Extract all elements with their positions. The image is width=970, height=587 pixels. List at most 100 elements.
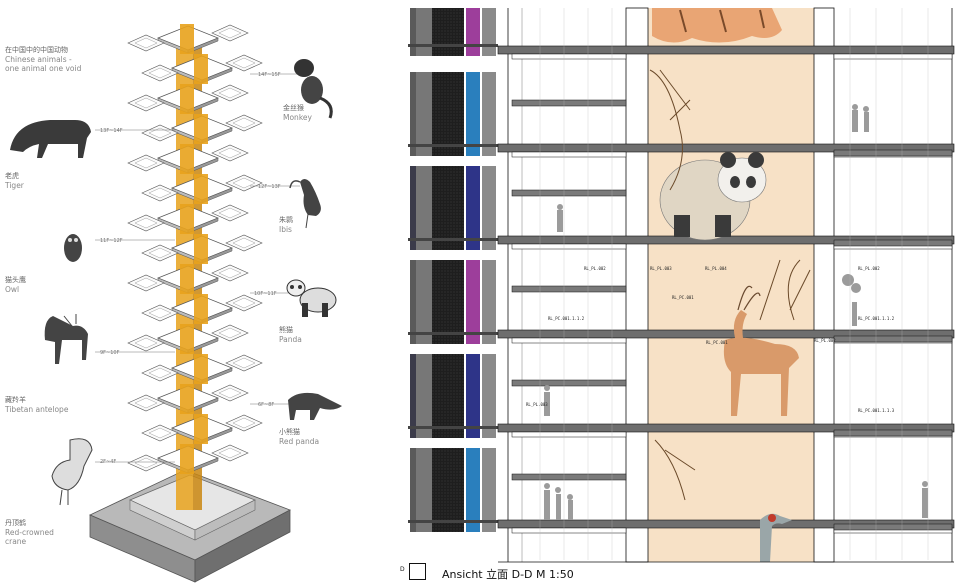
facade-row [408, 72, 498, 156]
iso-tower-diagram [89, 24, 300, 583]
ratio-panda: 10F~11F [254, 291, 277, 297]
red-panda-en: Red panda [279, 437, 320, 446]
tag-4: RL_PC.001 [672, 295, 694, 300]
mezzanine [833, 335, 953, 343]
tag-10: RL_PL.003 [526, 402, 548, 407]
tag-5: RL_PC.001 [706, 340, 728, 345]
panda-mural [659, 152, 767, 241]
monkey-cn: 金丝猴 [283, 104, 304, 112]
ratio-red-panda: 6F~8F [258, 402, 275, 408]
panda-icon [286, 279, 337, 317]
intro-en1: Chinese animals - [5, 55, 72, 64]
label-monkey: 金丝猴 Monkey [283, 104, 312, 122]
crane-en1: Red-crowned [5, 528, 54, 537]
tag-8: RL_PL.002 [814, 338, 836, 343]
tiger-cn: 老虎 [5, 172, 19, 180]
section-elevation [408, 7, 955, 563]
ratio-owl: 11F~12F [100, 238, 123, 244]
label-antelope: 藏羚羊 Tibetan antelope [5, 396, 68, 414]
floor-plate [141, 294, 263, 324]
floor-plate [141, 54, 263, 84]
floor-plates [95, 24, 300, 474]
mezzanine [833, 429, 953, 437]
tiger-mural [652, 8, 782, 43]
owl-en: Owl [5, 285, 20, 294]
slab [497, 329, 955, 339]
facade-row [408, 8, 498, 56]
facade-panels [408, 8, 498, 532]
floor-plate [127, 444, 249, 474]
facade-row [408, 166, 498, 250]
slab [497, 45, 955, 55]
label-tiger: 老虎 Tiger [5, 172, 24, 190]
mezzanine [511, 285, 627, 293]
floor-plate [127, 84, 249, 114]
mezzanine [511, 99, 627, 107]
owl-icon [64, 234, 82, 262]
red-panda-icon [288, 392, 342, 420]
facade-row [408, 448, 498, 532]
tag-2: RL_PL.004 [705, 266, 727, 271]
crane-en2: crane [5, 537, 27, 546]
floor-plate [127, 324, 249, 354]
tiger-icon [10, 120, 91, 158]
tree-branches [649, 69, 811, 501]
label-crane: 丹顶鹤 Red-crowned crane [5, 519, 54, 546]
antelope-en: Tibetan antelope [5, 405, 69, 414]
floor-plate [141, 114, 263, 144]
crane-icon [51, 438, 93, 506]
red-panda-cn: 小熊猫 [279, 428, 300, 436]
floor-plate [127, 384, 249, 414]
floor-slabs [497, 45, 955, 534]
mezzanine [511, 379, 627, 387]
antelope-icon [44, 314, 88, 364]
mezzanine [511, 473, 627, 481]
antelope-mural [723, 285, 799, 416]
floor-plate [141, 174, 263, 204]
floor-plate [127, 264, 249, 294]
ibis-en: Ibis [279, 225, 292, 234]
mezzanine [833, 239, 953, 247]
antelope-cn: 藏羚羊 [5, 396, 26, 404]
facade-row [408, 354, 498, 438]
panda-en: Panda [279, 335, 302, 344]
intro-cn: 在中国中的中国动物 [5, 46, 68, 54]
mezzanine [833, 149, 953, 157]
tag-7: RL_PC.001.1.1.2 [858, 316, 895, 321]
label-ibis: 朱鹮 Ibis [279, 216, 293, 234]
ibis-cn: 朱鹮 [279, 216, 293, 224]
label-red-panda: 小熊猫 Red panda [279, 428, 319, 446]
tag-9: RL_PC.001.1.1.3 [858, 408, 895, 413]
tag-1: RL_PL.003 [650, 266, 672, 271]
floor-plate [127, 24, 249, 54]
monkey-en: Monkey [283, 113, 312, 122]
tag-6: RL_PC.001.1.1.2 [548, 316, 585, 321]
void-wall [648, 8, 814, 562]
ibis-icon [289, 179, 321, 229]
mezzanine [511, 189, 627, 197]
owl-cn: 猫头鹰 [5, 276, 26, 284]
floor-plate [127, 144, 249, 174]
people-silhouettes [544, 104, 928, 520]
ratio-tiger: 13F~14F [100, 128, 123, 134]
caption-box [409, 563, 426, 580]
monkey-icon [294, 59, 333, 119]
ratio-ibis: 12F~13F [258, 184, 281, 190]
mezzanine [833, 523, 953, 531]
label-owl: 猫头鹰 Owl [5, 276, 26, 294]
tiger-en: Tiger [5, 181, 24, 190]
floor-plate [141, 354, 263, 384]
label-panda: 熊猫 Panda [279, 326, 302, 344]
floor-plate [141, 234, 263, 264]
crane-cn: 丹顶鹤 [5, 519, 26, 527]
slab [497, 423, 955, 433]
caption-text: Ansicht 立面 D-D M 1:50 [442, 568, 574, 581]
floor-plate [141, 414, 263, 444]
panda-cn: 熊猫 [279, 326, 293, 334]
floor-plate [127, 204, 249, 234]
crane-mural [760, 513, 792, 562]
dimension-lines [498, 8, 954, 563]
facade-row [408, 260, 498, 344]
slab [497, 143, 955, 153]
